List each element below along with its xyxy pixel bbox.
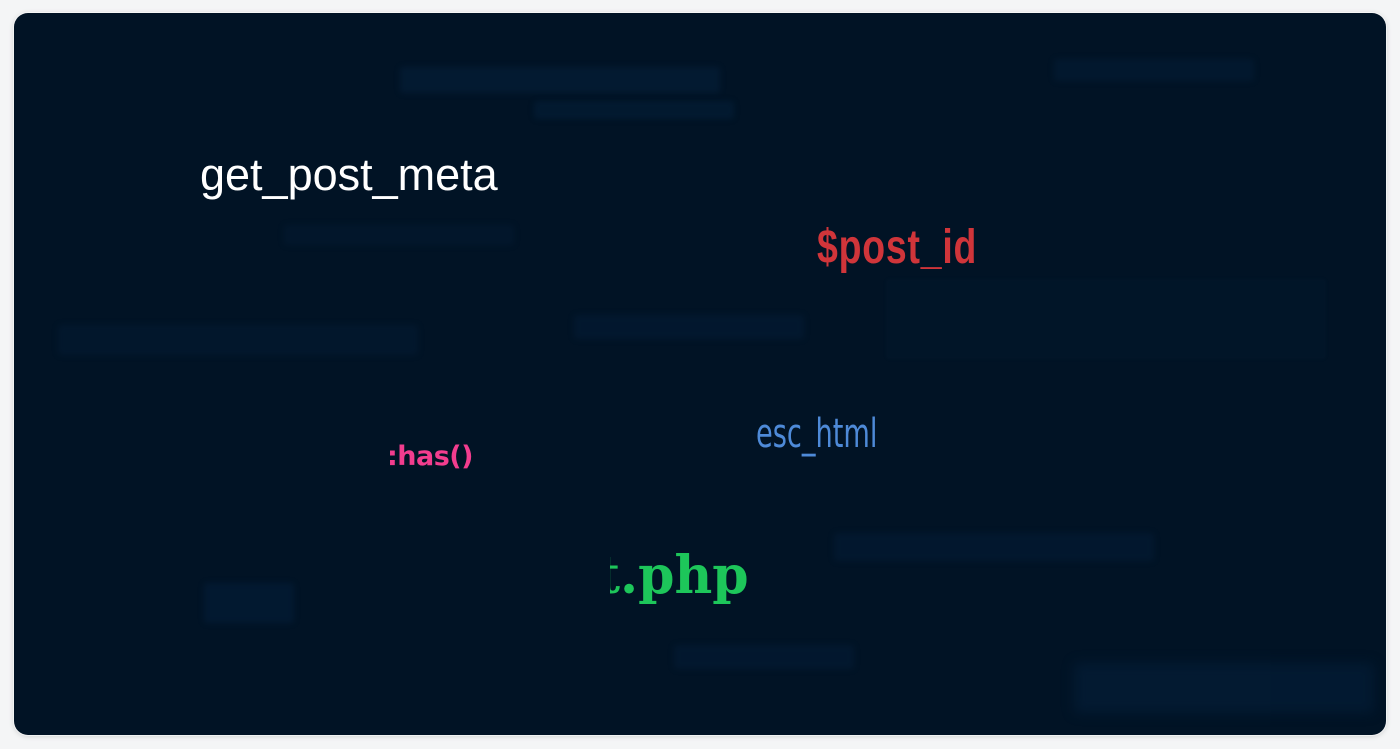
keyword-post-id-variable: $post_id [817, 221, 978, 274]
clipped-prefix-char: t [610, 550, 620, 602]
background-blur-shape [284, 225, 514, 245]
code-keywords-banner: get_post_meta $post_id :has() esc_html t… [14, 13, 1386, 735]
background-blur-shape [1074, 663, 1374, 713]
background-blur-shape [834, 533, 1154, 561]
keyword-get-post-meta: get_post_meta [200, 149, 498, 200]
background-blur-shape [674, 645, 854, 669]
keyword-php-extension-container: t.php [610, 550, 770, 620]
background-blur-shape [58, 325, 418, 355]
keyword-css-has-selector: :has() [387, 441, 474, 472]
background-blur-shape [204, 583, 294, 623]
background-blur-shape [574, 315, 804, 339]
keyword-php-extension: t.php [610, 550, 749, 602]
background-blur-shape [1054, 59, 1254, 81]
php-extension-text: .php [620, 550, 749, 606]
keyword-esc-html: esc_html [756, 411, 878, 457]
background-blur-shape [400, 67, 720, 93]
background-blur-panel [886, 279, 1326, 359]
background-blur-shape [534, 101, 734, 119]
